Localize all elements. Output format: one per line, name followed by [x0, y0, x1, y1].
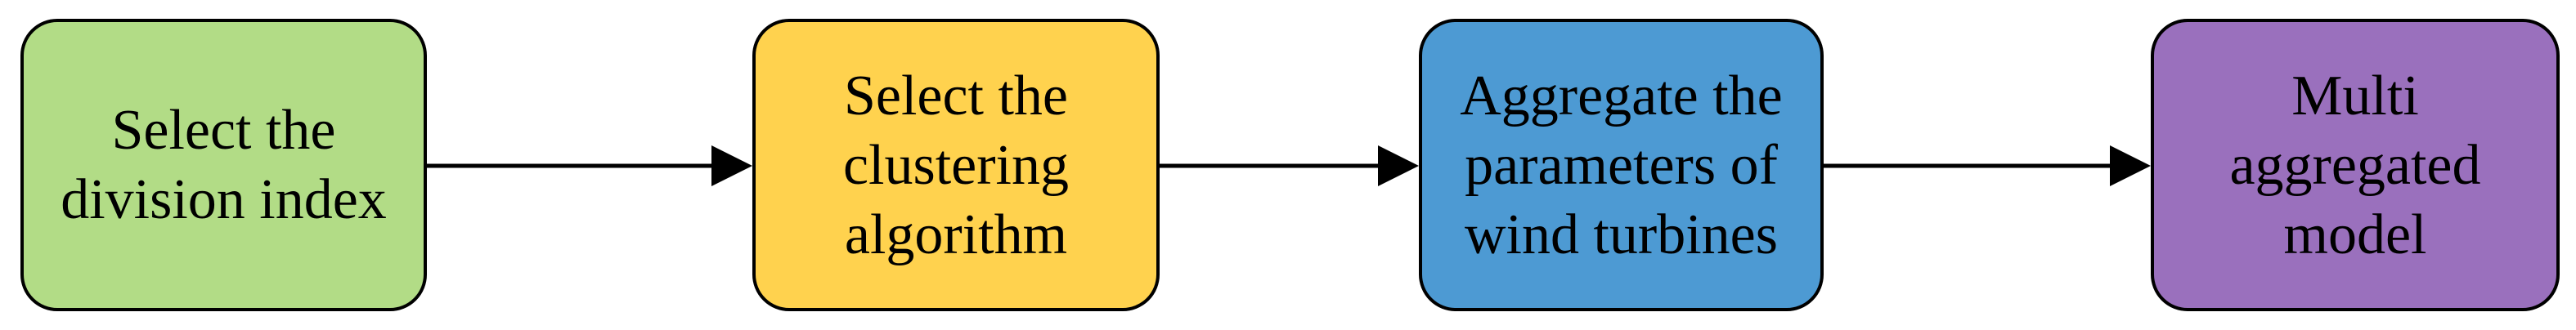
arrow-2-head-icon [1378, 145, 1419, 186]
node-select-division-index-label: Select the division index [61, 99, 387, 231]
node-select-clustering-algorithm-label: Select the clustering algorithm [842, 64, 1070, 266]
node-aggregate-turbine-parameters: Aggregate the parameters of wind turbine… [1419, 19, 1824, 311]
arrow-1 [425, 145, 752, 186]
node-aggregate-turbine-parameters-label: Aggregate the parameters of wind turbine… [1460, 64, 1783, 266]
arrow-3-head-icon [2110, 145, 2151, 186]
node-multi-aggregated-model: Multi aggregated model [2151, 19, 2560, 311]
arrow-1-head-icon [711, 145, 752, 186]
node-select-division-index: Select the division index [20, 19, 427, 311]
node-multi-aggregated-model-label: Multi aggregated model [2229, 64, 2481, 266]
arrow-3 [1822, 145, 2151, 186]
node-select-clustering-algorithm: Select the clustering algorithm [752, 19, 1160, 311]
arrow-2 [1158, 145, 1419, 186]
